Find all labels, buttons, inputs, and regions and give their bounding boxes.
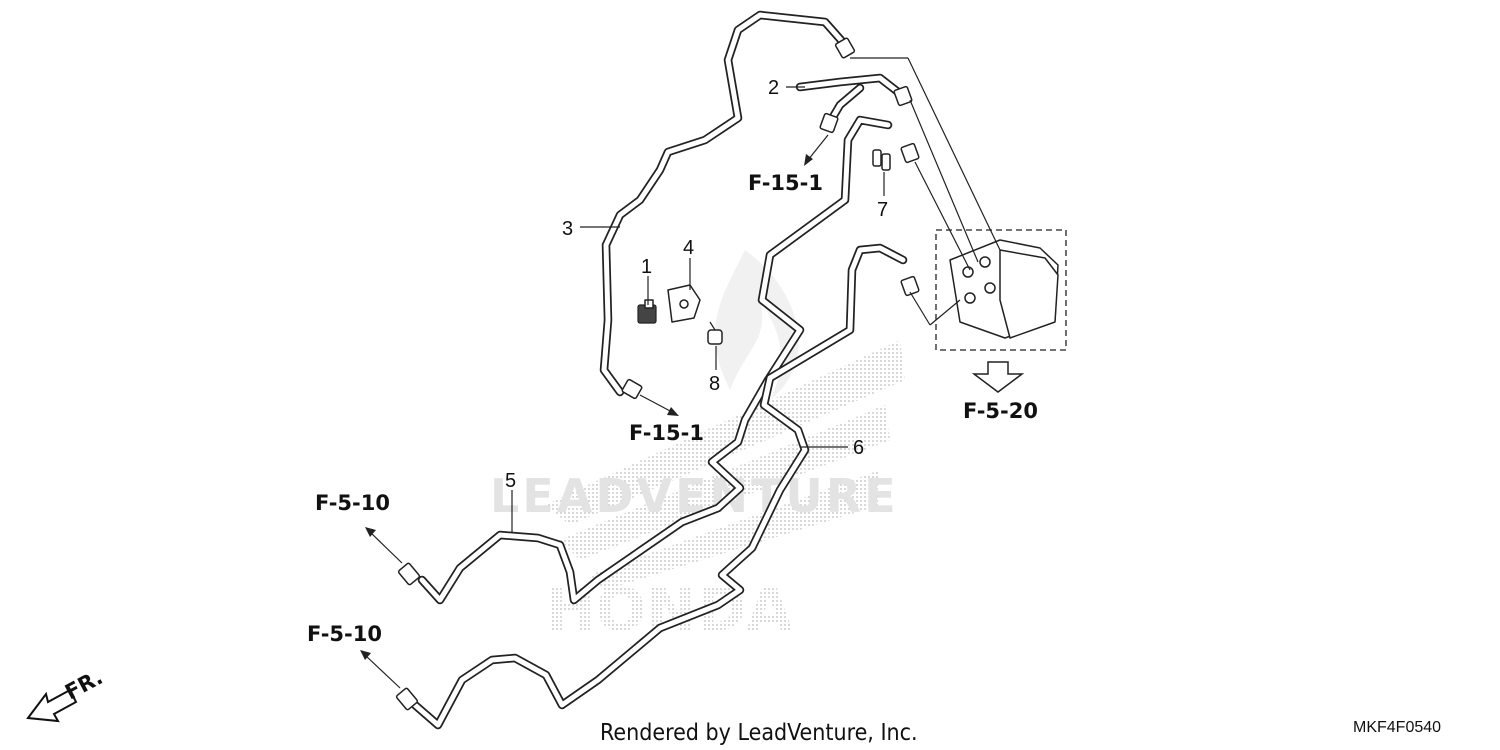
rendered-by: Rendered by LeadVenture, Inc.	[600, 720, 918, 746]
reference-arrows	[360, 134, 1025, 689]
ref-f15-1-top: F-15-1	[748, 171, 823, 195]
callout-8: 8	[709, 373, 720, 395]
brake-pipe-6	[410, 243, 908, 730]
front-indicator: FR.	[26, 665, 107, 723]
ref-f5-20: F-5-20	[963, 399, 1038, 423]
ref-f5-10-lower: F-5-10	[307, 622, 382, 646]
watermark-brand: HONDA	[545, 575, 793, 645]
clip-1	[637, 299, 657, 324]
abs-leaders	[850, 57, 1001, 326]
callout-leaders	[511, 86, 885, 532]
reference-labels: F-15-1 F-15-1 F-5-20 F-5-10 F-5-10	[307, 171, 1038, 646]
ref-f15-1-mid: F-15-1	[629, 421, 704, 445]
brake-pipe-3	[599, 10, 853, 397]
bracket-4	[667, 284, 701, 323]
abs-modulator	[935, 229, 1067, 351]
front-arrow-icon	[26, 688, 78, 723]
callout-7: 7	[877, 199, 888, 221]
brake-pipe-2	[795, 73, 903, 127]
bolt-8	[707, 321, 723, 345]
callout-2: 2	[768, 77, 779, 99]
callout-3: 3	[562, 218, 573, 240]
pipe-fittings	[395, 37, 920, 711]
ref-f5-10-upper: F-5-10	[315, 491, 390, 515]
callout-4: 4	[683, 237, 694, 259]
hollow-arrow-down-icon	[971, 361, 1025, 393]
watermark-wing	[545, 340, 905, 590]
bolt-7	[872, 149, 891, 171]
callouts: 1 2 3 4 5 6 7 8	[505, 77, 888, 492]
diagram-code: MKF4F0540	[1353, 719, 1441, 736]
brake-pipe-5	[417, 115, 893, 605]
watermark-flame	[714, 250, 799, 400]
callout-1: 1	[641, 256, 652, 278]
callout-6: 6	[853, 437, 864, 459]
callout-5: 5	[505, 470, 516, 492]
